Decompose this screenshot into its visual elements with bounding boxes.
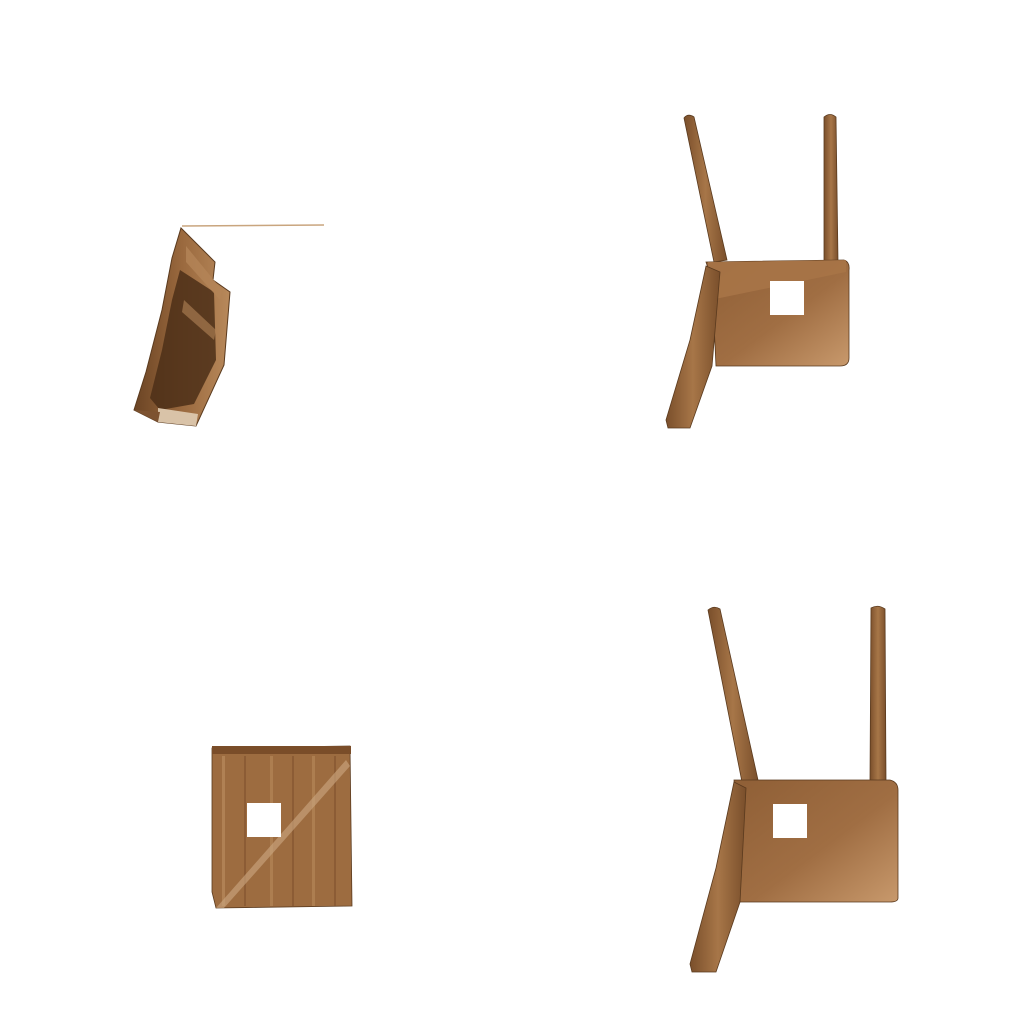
seat-lip xyxy=(708,260,846,300)
front-leg xyxy=(689,781,747,973)
back-leg-right xyxy=(869,605,887,783)
seat-rim-highlight xyxy=(158,408,198,426)
view-bottom-right xyxy=(689,605,899,973)
seat-block xyxy=(733,779,899,903)
view-top-left xyxy=(133,224,325,427)
panel-top-edge xyxy=(212,746,351,754)
view-bottom-left xyxy=(211,745,353,909)
front-leg xyxy=(665,265,721,429)
view-top-right xyxy=(665,114,850,429)
back-leg-left xyxy=(683,114,728,263)
seat-hole xyxy=(770,281,804,315)
seat-ridge xyxy=(186,246,222,300)
seat-hole xyxy=(773,804,807,838)
seat-ridge xyxy=(182,300,216,340)
seat-hole xyxy=(247,803,281,837)
back-leg-right xyxy=(823,114,839,263)
seat-cavity xyxy=(150,270,216,410)
seat-panel xyxy=(211,745,353,909)
back-leg-left xyxy=(707,606,759,783)
backrest-edge-line xyxy=(181,224,325,227)
panel-crease xyxy=(216,760,350,908)
seat-rim xyxy=(134,410,160,422)
